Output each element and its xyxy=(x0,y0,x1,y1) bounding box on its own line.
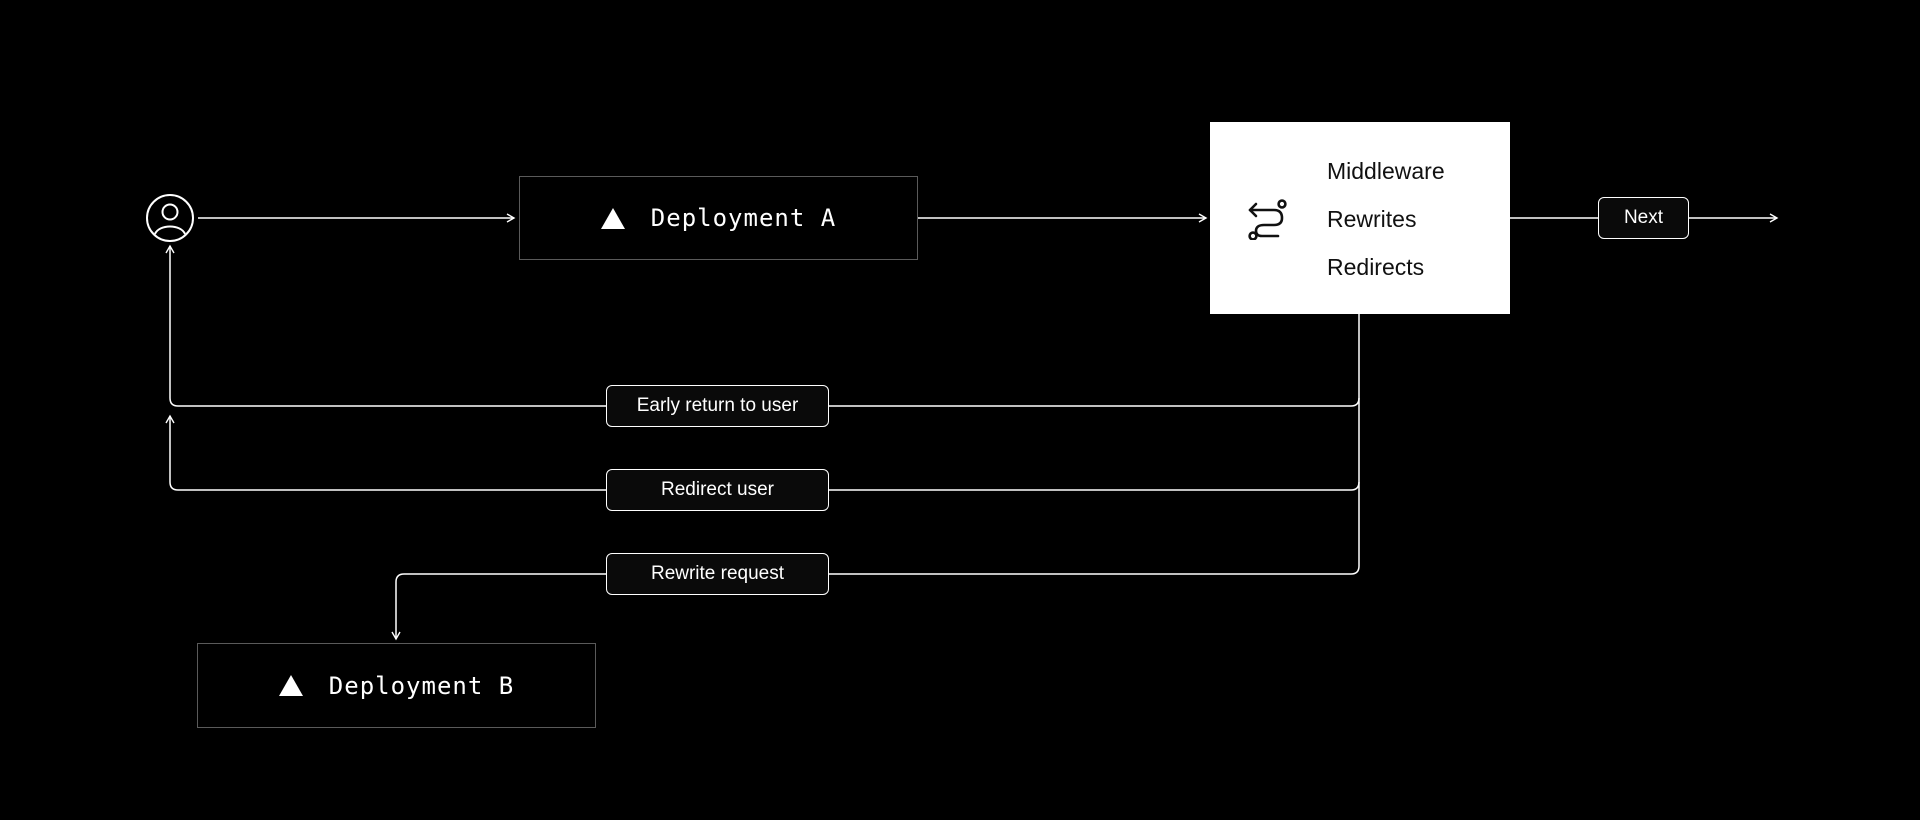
deployment-a-label: Deployment A xyxy=(650,204,837,232)
rewrite-request-label: Rewrite request xyxy=(606,553,829,595)
deployment-b-box: Deployment B xyxy=(197,643,596,728)
triangle-logo-icon xyxy=(278,675,303,696)
edge-redirect xyxy=(165,414,1360,491)
middleware-item-middleware: Middleware xyxy=(1327,158,1445,184)
deployment-b-label: Deployment B xyxy=(328,671,515,700)
next-pill: Next xyxy=(1598,197,1689,239)
early-return-label: Early return to user xyxy=(606,385,829,427)
middleware-item-redirects: Redirects xyxy=(1327,254,1425,280)
edge-rewrite xyxy=(391,565,1360,641)
triangle-logo-icon xyxy=(600,207,625,229)
middleware-item-rewrites: Rewrites xyxy=(1327,206,1417,232)
deployment-a-box: Deployment A xyxy=(519,176,918,260)
middleware-box: Middleware Rewrites Redirects xyxy=(1210,122,1510,314)
user-avatar-icon xyxy=(145,193,195,243)
edge-early-return xyxy=(165,244,1360,407)
route-icon xyxy=(1248,198,1290,241)
redirect-user-label: Redirect user xyxy=(606,469,829,511)
